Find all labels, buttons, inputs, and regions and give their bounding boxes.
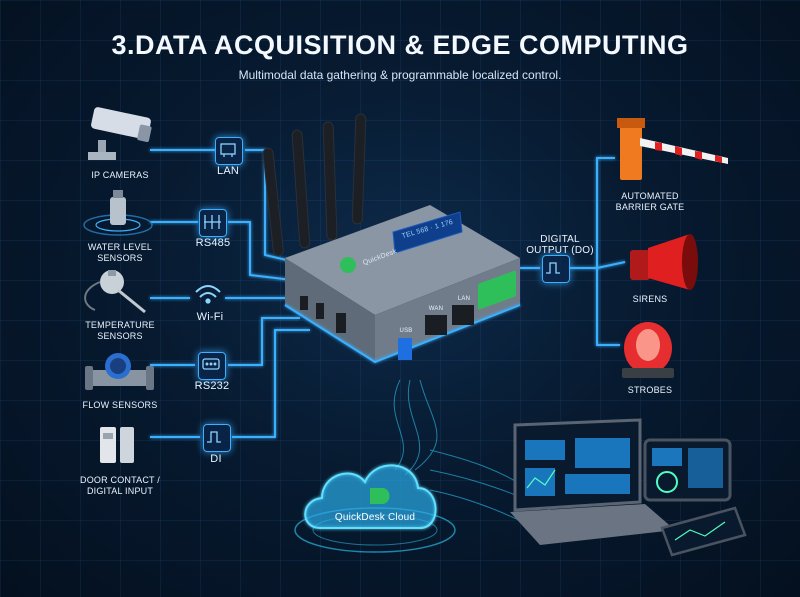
label-water-level: WATER LEVEL SENSORS (87, 242, 153, 263)
lan-port-icon (215, 137, 243, 165)
flow-sensor-icon (85, 353, 154, 390)
laptop-icon (510, 418, 675, 545)
label-strobes: STROBES (627, 385, 673, 395)
phone-icon (660, 506, 747, 557)
wifi-icon (195, 285, 221, 304)
ip-camera-icon (88, 107, 152, 160)
label-wifi: Wi-Fi (196, 311, 224, 323)
label-lan: LAN (217, 165, 239, 177)
antenna-icons (262, 113, 367, 257)
line-gate (596, 157, 615, 268)
label-barrier-gate: AUTOMATED BARRIER GATE (615, 191, 685, 212)
line-rs232 (150, 317, 300, 366)
quickdesk-logo-icon (370, 488, 390, 504)
cloud-label: QuickDesk Cloud (334, 512, 416, 523)
label-rs232: RS232 (194, 380, 230, 392)
line-rs485 (150, 221, 293, 281)
temperature-sensor-icon (84, 270, 146, 314)
page-subtitle: Multimodal data gathering & programmable… (238, 68, 562, 82)
label-flow: FLOW SENSORS (82, 400, 158, 410)
tablet-icon (643, 438, 732, 502)
rs485-terminal-icon (199, 209, 227, 237)
label-door-contact: DOOR CONTACT / DIGITAL INPUT (80, 475, 160, 496)
label-temperature: TEMPERATURE SENSORS (85, 320, 155, 341)
label-sirens: SIRENS (632, 294, 668, 304)
line-di (150, 329, 310, 438)
siren-icon (630, 234, 698, 290)
strobe-light-icon (622, 322, 674, 378)
device-port-usb: USB (399, 328, 413, 334)
label-di: DI (210, 453, 222, 465)
barrier-gate-icon (617, 118, 728, 180)
label-rs485: RS485 (195, 237, 231, 249)
label-ip-cameras: IP CAMERAS (91, 170, 149, 180)
line-strobe (596, 268, 620, 346)
device-port-lan: LAN (457, 296, 471, 302)
device-port-wan: WAN (428, 306, 444, 312)
line-lan (150, 149, 296, 263)
door-contact-icon (100, 427, 134, 463)
label-digital-output: DIGITAL OUTPUT (DO) (526, 234, 594, 256)
di-signal-icon (203, 424, 231, 452)
page-title: 3.DATA ACQUISITION & EDGE COMPUTING (111, 30, 689, 60)
water-level-sensor-icon (83, 190, 153, 236)
rs232-port-icon (198, 352, 226, 380)
line-siren (596, 261, 626, 269)
